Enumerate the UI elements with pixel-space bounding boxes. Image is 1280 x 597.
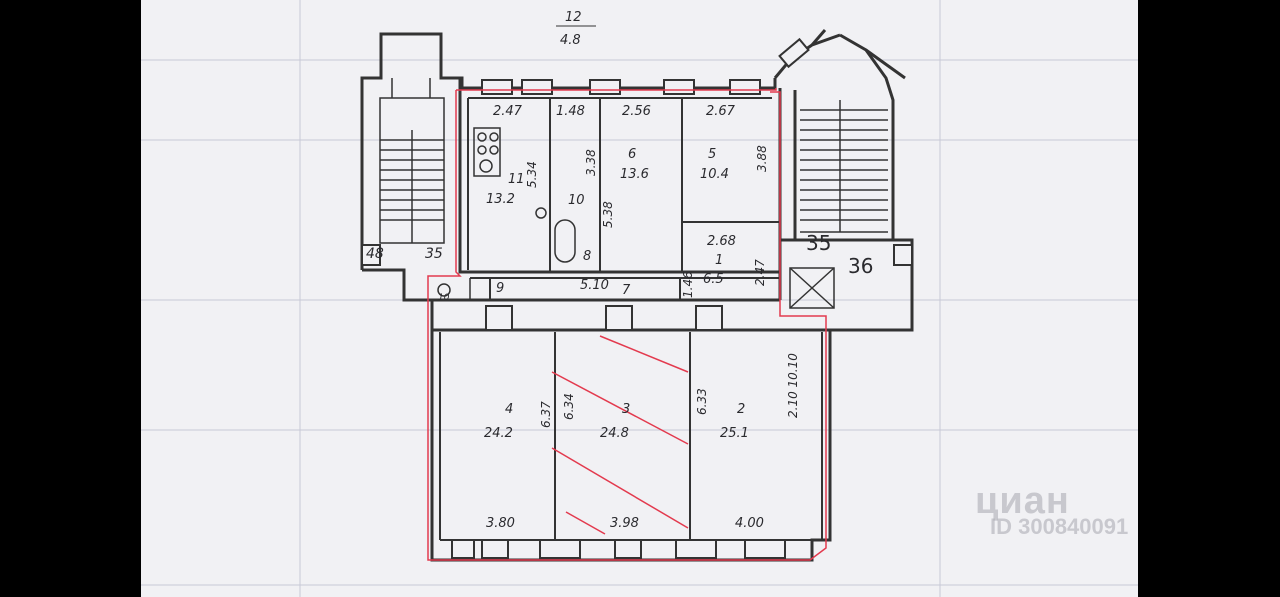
room-5-area: 10.4 (700, 167, 729, 182)
room-10-number: 10 (568, 193, 585, 208)
dim-w-1: 2.68 (707, 234, 736, 249)
dim-h-2: 6.33 (695, 388, 709, 415)
dim-h-2b: 2.10 10.10 (786, 353, 800, 418)
room-1-number: 1 (715, 253, 723, 268)
neighbor-small: 10 (438, 293, 450, 303)
dim-w-5: 2.67 (706, 104, 736, 119)
dim-w-11: 2.47 (493, 104, 523, 119)
room-4-number: 4 (505, 402, 513, 417)
neighbor-left-b: 35 (425, 246, 443, 262)
room-5-number: 5 (708, 147, 716, 162)
dim-h-4: 6.37 (539, 401, 553, 428)
stairs-left (379, 78, 445, 244)
vertical-dimensions: 5.34 3.38 5.38 3.88 2.47 1.46 6.37 6.34 … (525, 145, 800, 428)
stairs-right (789, 100, 888, 309)
room-3-number: 3 (622, 402, 630, 417)
neighbor-right-b: 36 (848, 254, 873, 278)
dim-h-1: 2.47 (753, 259, 767, 286)
room-2-number: 2 (737, 402, 745, 417)
dim-corridor: 5.10 (580, 278, 609, 293)
room-9-number: 9 (496, 281, 504, 296)
room-1-area: 6.5 (703, 272, 724, 287)
room-11-area: 13.2 (486, 192, 515, 207)
stair-area: 4.8 (560, 33, 581, 48)
neighbor-left-a: 48 (366, 246, 384, 262)
room-4-area: 24.2 (484, 426, 513, 441)
fixtures (437, 127, 576, 300)
watermark: циан ID 300840091 (975, 480, 1128, 539)
dim-h-3: 6.34 (562, 393, 576, 420)
dim-w-2: 4.00 (735, 516, 764, 531)
watermark-id: ID 300840091 (990, 514, 1129, 539)
room-8-number: 8 (583, 249, 591, 264)
dim-w-10: 1.48 (556, 104, 585, 119)
measurement-outline (427, 88, 827, 561)
room-6-number: 6 (628, 147, 636, 162)
room-11-number: 11 (508, 172, 525, 187)
dim-h-6: 5.38 (601, 201, 615, 228)
dim-w-3: 3.98 (610, 516, 639, 531)
dim-small: 1.46 (681, 271, 695, 298)
dim-w-4: 3.80 (486, 516, 515, 531)
room-6-area: 13.6 (620, 167, 649, 182)
dim-h-11: 5.34 (525, 161, 539, 188)
neighbor-right-a: 35 (806, 231, 831, 255)
dim-h-5: 3.88 (755, 145, 769, 172)
dim-h-10: 3.38 (584, 149, 598, 176)
labels: 12 4.8 2.47 1.48 2.56 2.67 11 13.2 10 6 … (366, 10, 873, 531)
room-7-number: 7 (622, 283, 631, 298)
watermark-brand: циан (975, 480, 1070, 522)
room-3-area: 24.8 (600, 426, 629, 441)
dim-w-6: 2.56 (622, 104, 651, 119)
room-2-area: 25.1 (720, 426, 749, 441)
stair-number: 12 (565, 10, 582, 25)
